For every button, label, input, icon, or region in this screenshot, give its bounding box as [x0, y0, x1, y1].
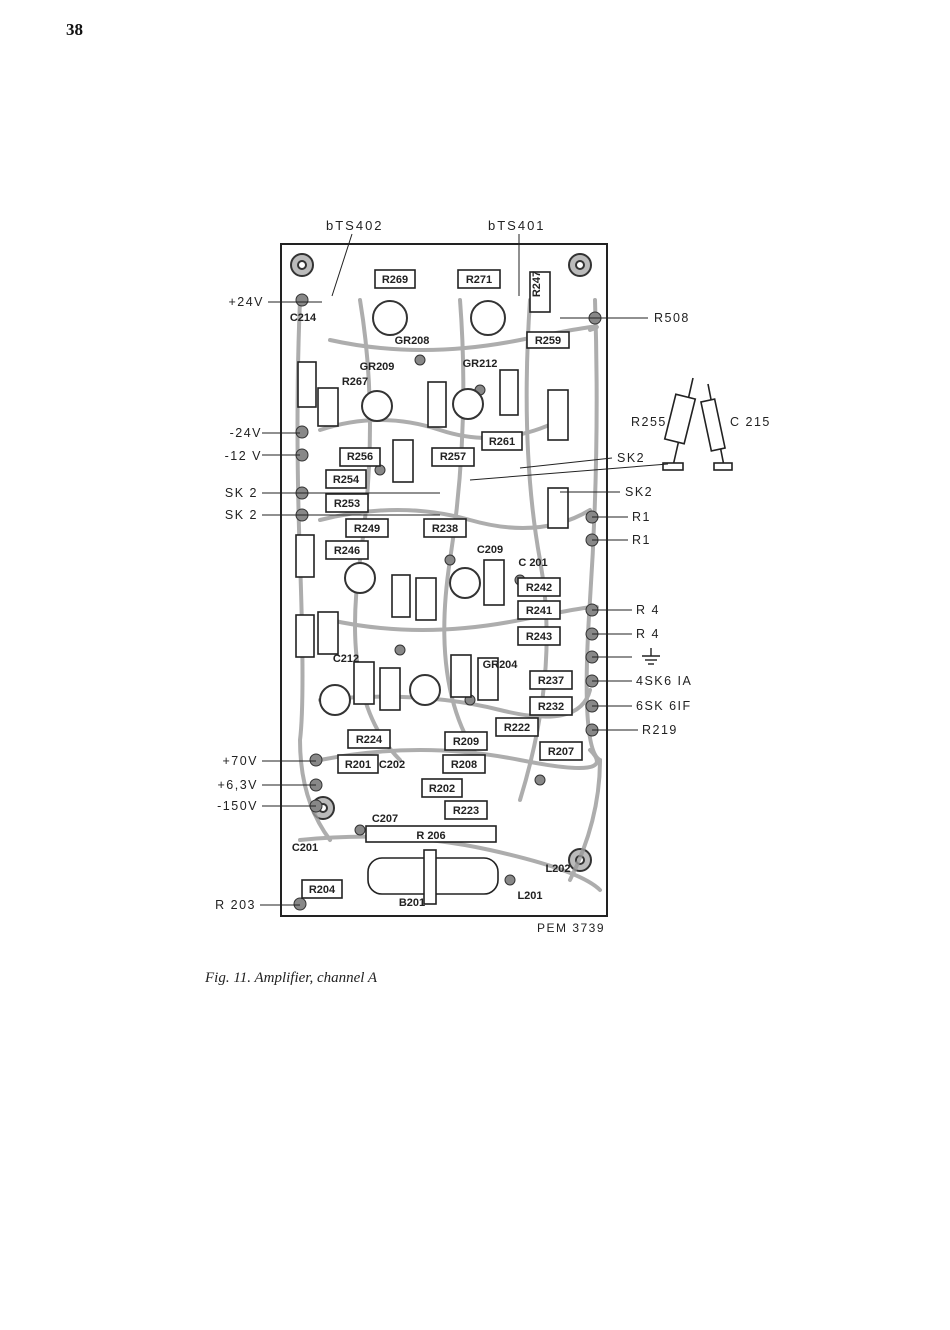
- label-r508: R508: [654, 311, 690, 325]
- label-sk2-left-2: SK 2: [225, 508, 258, 522]
- ground-icon: [642, 648, 660, 665]
- svg-text:R261: R261: [489, 436, 515, 448]
- svg-text:C209: C209: [477, 544, 503, 556]
- svg-text:C201: C201: [292, 842, 318, 854]
- svg-text:C207: C207: [372, 813, 398, 825]
- label-sk2-right-1: SK2: [617, 451, 645, 465]
- svg-text:R232: R232: [538, 701, 564, 713]
- svg-text:R223: R223: [453, 805, 479, 817]
- svg-text:GR204: GR204: [483, 659, 519, 671]
- figure-caption: Fig. 11. Amplifier, channel A: [205, 970, 378, 986]
- svg-text:B201: B201: [399, 897, 425, 909]
- svg-text:R242: R242: [526, 582, 552, 594]
- label-minus150v: -150V: [217, 799, 258, 813]
- svg-text:R246: R246: [334, 545, 360, 557]
- svg-text:R259: R259: [535, 335, 561, 347]
- label-plus70v: +70V: [222, 754, 258, 768]
- loose-part-r255: [662, 377, 697, 471]
- svg-text:R209: R209: [453, 736, 479, 748]
- right-terminal-labels: R508 SK2 SK2 R1 R1 R 4 R 4 4SK6 IA 6SK 6…: [617, 311, 692, 737]
- drawing-number: PEM 3739: [537, 921, 605, 935]
- label-plus6-3v: +6,3V: [217, 778, 258, 792]
- svg-text:R249: R249: [354, 523, 380, 535]
- top-labels: bTS402 bTS401: [326, 218, 546, 233]
- label-4sk6-ia: 4SK6 IA: [636, 674, 692, 688]
- svg-text:L201: L201: [517, 890, 542, 902]
- resistor-boxes: [295, 269, 583, 899]
- svg-text:GR209: GR209: [360, 361, 395, 373]
- svg-text:R271: R271: [466, 274, 492, 286]
- svg-text:C214: C214: [290, 312, 317, 324]
- svg-text:R207: R207: [548, 746, 574, 758]
- label-r1-2: R1: [632, 533, 651, 547]
- svg-text:R208: R208: [451, 759, 477, 771]
- svg-text:R247: R247: [531, 271, 543, 297]
- svg-text:R237: R237: [538, 675, 564, 687]
- label-bts402: bTS402: [326, 218, 384, 233]
- svg-text:C212: C212: [333, 653, 359, 665]
- svg-text:R202: R202: [429, 783, 455, 795]
- svg-text:GR212: GR212: [463, 358, 498, 370]
- label-bts401: bTS401: [488, 218, 546, 233]
- label-r203: R 203: [215, 898, 256, 912]
- label-sk2-right-2: SK2: [625, 485, 653, 499]
- label-r4-2: R 4: [636, 627, 660, 641]
- svg-text:R257: R257: [440, 451, 466, 463]
- left-leaders: [260, 301, 440, 906]
- label-minus12v: -12 V: [225, 449, 262, 463]
- right-leaders: [519, 317, 648, 731]
- label-r4-1: R 4: [636, 603, 660, 617]
- svg-text:R269: R269: [382, 274, 408, 286]
- label-r255: R255: [631, 415, 667, 429]
- label-c215: C 215: [730, 415, 771, 429]
- svg-text:R267: R267: [342, 376, 368, 388]
- label-sk2-left-1: SK 2: [225, 486, 258, 500]
- loose-part-c215: [700, 383, 733, 471]
- svg-text:R238: R238: [432, 523, 458, 535]
- label-r219: R219: [642, 723, 678, 737]
- left-terminal-labels: +24V -24V -12 V SK 2 SK 2 +70V +6,3V -15…: [215, 295, 264, 912]
- svg-text:R241: R241: [526, 605, 552, 617]
- svg-text:R253: R253: [334, 498, 360, 510]
- svg-text:R243: R243: [526, 631, 552, 643]
- svg-text:R204: R204: [309, 884, 336, 896]
- svg-text:C202: C202: [379, 759, 405, 771]
- svg-text:L202: L202: [545, 863, 570, 875]
- svg-text:R256: R256: [347, 451, 373, 463]
- svg-text:GR208: GR208: [395, 335, 430, 347]
- label-6sk6-if: 6SK 6IF: [636, 699, 692, 713]
- svg-text:R 206: R 206: [416, 830, 445, 842]
- svg-text:R224: R224: [356, 734, 383, 746]
- svg-text:C 201: C 201: [518, 557, 547, 569]
- svg-text:R222: R222: [504, 722, 530, 734]
- label-r1-1: R1: [632, 510, 651, 524]
- svg-text:R254: R254: [333, 474, 360, 486]
- page-number: 38: [66, 20, 83, 39]
- transistor-outlines: [319, 300, 506, 716]
- label-minus24v: -24V: [230, 426, 262, 440]
- label-plus24v: +24V: [228, 295, 264, 309]
- svg-text:R201: R201: [345, 759, 371, 771]
